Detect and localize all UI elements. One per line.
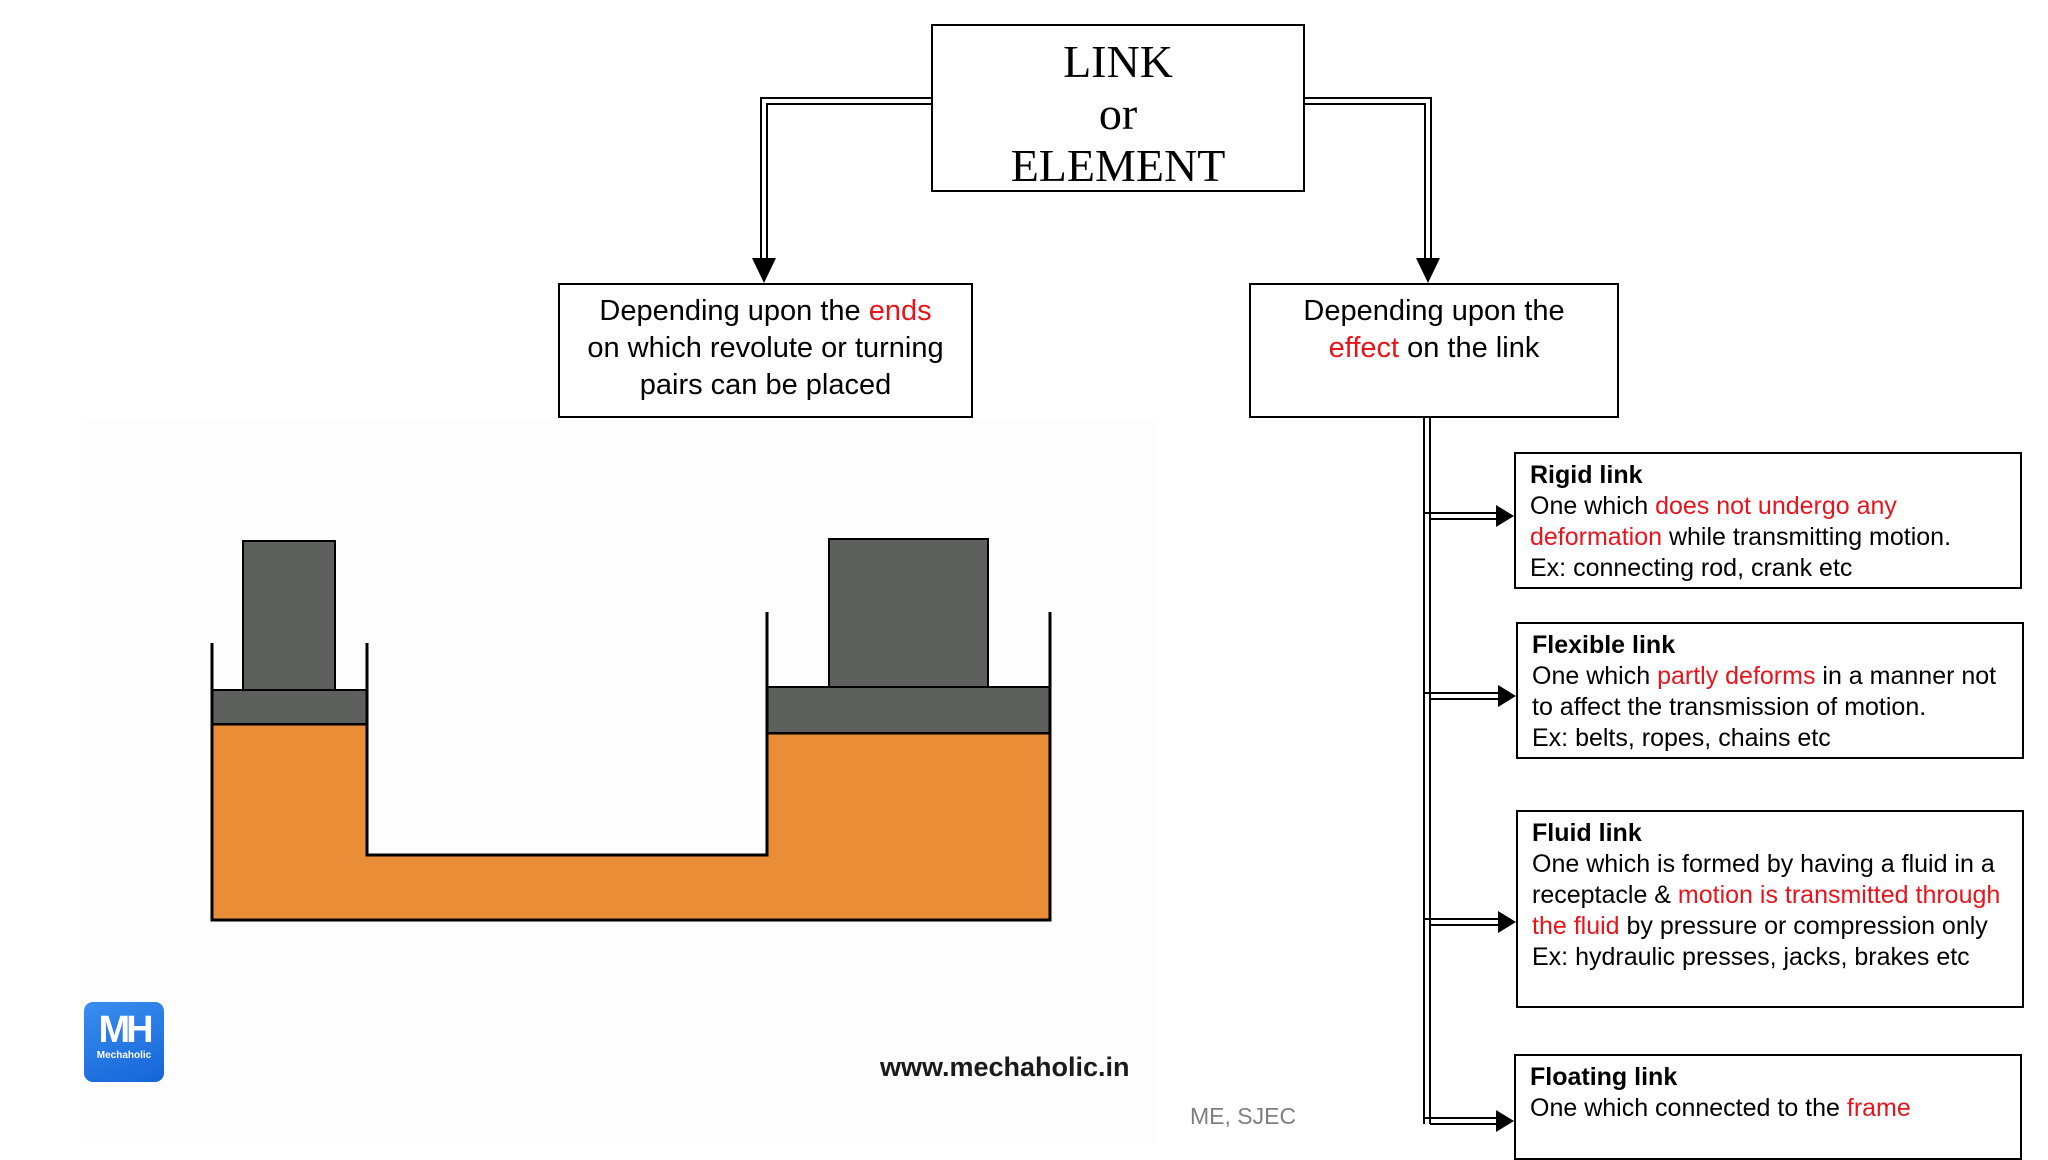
website-label: www.mechaholic.in: [880, 1052, 1130, 1082]
flexible-link-example: Ex: belts, ropes, chains etc: [1532, 724, 1831, 752]
right-piston-plate: [766, 686, 1051, 734]
fluid-body: [210, 722, 1052, 922]
root-line-2: or: [1098, 88, 1138, 139]
arrowhead-right: [1416, 258, 1440, 283]
feeder-flexible: [1424, 692, 1498, 700]
branch-right-line-1: Depending upon the: [1303, 295, 1565, 327]
feeder-floating: [1424, 1117, 1496, 1125]
branch-left-line-3: pairs can be placed: [639, 369, 892, 401]
rigid-highlight: does not undergo any deformation: [1530, 492, 1897, 551]
root-link-element-box: LINK or ELEMENT: [931, 24, 1305, 192]
logo-name: Mechaholic: [96, 1050, 152, 1061]
floating-highlight: frame: [1846, 1094, 1911, 1122]
fluid-link-title: Fluid link: [1532, 819, 1642, 847]
branch-right-suffix: on the link: [1399, 332, 1540, 364]
root-line-3: ELEMENT: [1010, 140, 1226, 191]
branch-right-line-2: effect on the link: [1251, 330, 1617, 367]
feeder-rigid: [1424, 512, 1496, 520]
fluid-suffix: by pressure or compression only: [1619, 912, 1988, 940]
branch-right-highlight: effect: [1328, 332, 1400, 364]
branch-left-line-1: Depending upon the ends: [560, 293, 971, 330]
fluid-link-example: Ex: hydraulic presses, jacks, brakes etc: [1532, 943, 1970, 971]
footer-label: ME, SJEC: [1190, 1103, 1297, 1129]
branch-left-line-2: on which revolute or turning: [587, 332, 944, 364]
rigid-link-description: One which does not undergo any deformati…: [1530, 491, 2006, 553]
arrowhead-left: [752, 258, 776, 283]
arrowhead-flexible: [1498, 685, 1516, 707]
flexible-highlight: partly deforms: [1657, 662, 1816, 690]
branch-left-text: Depending upon the: [599, 295, 869, 327]
fluid-highlight: motion is transmitted through the fluid: [1532, 881, 2001, 940]
arrowhead-fluid: [1498, 911, 1516, 933]
floating-prefix: One which connected to the: [1530, 1094, 1847, 1122]
mechaholic-logo: MH Mechaholic: [84, 1002, 164, 1082]
rigid-suffix: while transmitting motion.: [1662, 523, 1952, 551]
arrowhead-rigid: [1496, 505, 1514, 527]
floating-link-title: Floating link: [1530, 1063, 1678, 1091]
arrow-root-to-left: [760, 97, 931, 258]
flexible-prefix: One which: [1532, 662, 1658, 690]
logo-mark: MH: [98, 1009, 153, 1051]
trunk-line: [1423, 418, 1431, 1124]
rigid-link-title: Rigid link: [1530, 461, 1643, 489]
left-piston-block: [242, 540, 336, 691]
fluid-link-description: One which is formed by having a fluid in…: [1532, 849, 2008, 942]
fluid-prefix: One which is formed by having a fluid in…: [1532, 850, 1995, 909]
rigid-link-box: Rigid link One which does not undergo an…: [1514, 452, 2022, 589]
root-line-1: LINK: [1063, 36, 1173, 87]
flexible-link-description: One which partly deforms in a manner not…: [1532, 661, 2008, 723]
feeder-fluid: [1424, 918, 1498, 926]
flexible-link-title: Flexible link: [1532, 631, 1676, 659]
arrow-root-to-right: [1305, 97, 1432, 258]
branch-left-highlight: ends: [868, 295, 932, 327]
flexible-link-box: Flexible link One which partly deforms i…: [1516, 622, 2024, 759]
arrowhead-floating: [1496, 1110, 1514, 1132]
flexible-suffix: in a manner not to affect the transmissi…: [1532, 662, 1997, 721]
rigid-link-example: Ex: connecting rod, crank etc: [1530, 554, 1853, 582]
floating-link-box: Floating link One which connected to the…: [1514, 1054, 2022, 1160]
fluid-link-box: Fluid link One which is formed by having…: [1516, 810, 2024, 1008]
rigid-prefix: One which: [1530, 492, 1656, 520]
right-piston-block: [828, 538, 989, 688]
left-piston-plate: [211, 689, 368, 725]
branch-ends-box: Depending upon the ends on which revolut…: [558, 283, 973, 418]
floating-link-description: One which connected to the frame: [1530, 1093, 2006, 1124]
branch-effect-box: Depending upon the effect on the link: [1249, 283, 1619, 418]
